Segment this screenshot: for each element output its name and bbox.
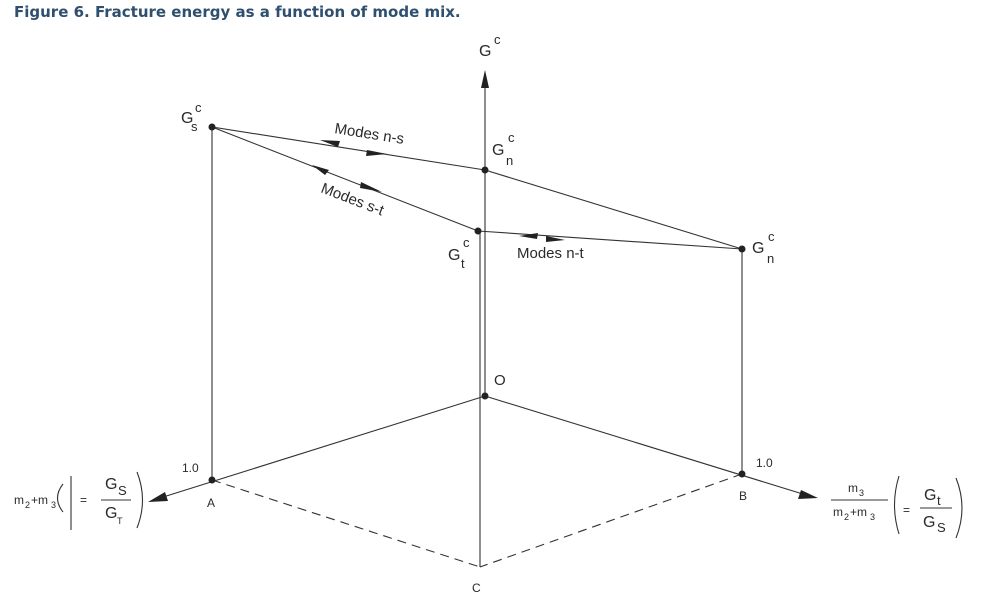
axis-gc-sup: c xyxy=(494,32,501,47)
right-eq: = xyxy=(903,503,910,517)
right-m3-sub: 3 xyxy=(859,488,864,498)
left-close-paren xyxy=(136,471,144,529)
left-num: G xyxy=(105,476,117,493)
figure-caption: Figure 6. Fracture energy as a function … xyxy=(14,3,461,21)
label-modes-nt: Modes n-t xyxy=(517,245,585,262)
arrow-ns-left xyxy=(320,140,340,147)
point-gn-right xyxy=(738,245,746,253)
label-b-tick: 1.0 xyxy=(756,456,773,470)
right-num-sub: t xyxy=(937,493,941,508)
right-den-sub: S xyxy=(937,520,946,535)
line-gt-gnright xyxy=(477,230,743,250)
label-gn-base: G xyxy=(492,142,504,159)
label-modes-ns: Modes n-s xyxy=(333,120,405,148)
label-gn-right-base: G xyxy=(752,240,764,257)
label-a: A xyxy=(207,496,215,510)
label-c: C xyxy=(472,581,481,595)
right-axis-arrowhead xyxy=(798,490,818,499)
arrow-ns-right xyxy=(366,150,387,156)
line-gs-gt xyxy=(211,126,479,232)
dashed-b-c xyxy=(479,473,743,568)
right-num: G xyxy=(924,487,936,504)
left-m: m xyxy=(14,493,24,507)
label-gt-sub: t xyxy=(461,256,465,271)
label-gs-sub: s xyxy=(191,119,198,134)
left-num-sub: S xyxy=(118,483,127,498)
label-gs-sup: c xyxy=(195,100,202,115)
point-a xyxy=(208,476,216,484)
label-gt-sup: c xyxy=(463,235,470,250)
arrow-nt-left xyxy=(519,233,538,239)
left-axis xyxy=(159,395,486,499)
axis-gc-base: G xyxy=(479,43,491,60)
right-axis-formula: m 3 m 2 +m 3 = G t G S xyxy=(831,475,963,539)
label-a-tick: 1.0 xyxy=(182,461,199,475)
label-modes-st: Modes s-t xyxy=(319,180,387,220)
right-den-plus: +m xyxy=(850,505,867,519)
right-open-paren xyxy=(893,475,900,535)
left-eq: = xyxy=(80,493,87,507)
point-gn xyxy=(481,166,489,174)
point-gs xyxy=(208,123,216,131)
arrow-st-left xyxy=(312,165,329,175)
left-sub2: 2 xyxy=(25,500,30,510)
arrow-st-right xyxy=(360,182,382,192)
right-m3: m xyxy=(848,481,858,495)
right-den-m: m xyxy=(833,505,843,519)
label-gn-sup: c xyxy=(508,130,515,145)
dashed-a-c xyxy=(211,479,481,568)
point-gt xyxy=(474,227,482,235)
label-gn-right-sup: c xyxy=(768,229,775,244)
left-axis-arrowhead xyxy=(148,492,168,502)
point-b xyxy=(738,470,746,478)
right-axis xyxy=(484,395,807,496)
left-axis-formula: m 2 +m 3 = G S G T xyxy=(14,471,144,530)
right-den-sub3: 3 xyxy=(870,512,875,522)
label-b: B xyxy=(739,489,747,503)
label-gn-right-sub: n xyxy=(767,251,774,266)
left-den: G xyxy=(105,505,117,522)
vertical-axis-arrowhead xyxy=(481,70,489,88)
line-gs-gn xyxy=(211,126,486,171)
left-den-sub: T xyxy=(117,516,123,526)
left-plus-m: +m xyxy=(31,493,48,507)
label-o: O xyxy=(494,372,506,389)
right-den: G xyxy=(923,514,935,531)
left-open-paren xyxy=(56,483,64,513)
left-sub3: 3 xyxy=(51,500,56,510)
right-close-paren xyxy=(955,477,963,539)
label-gt-base: G xyxy=(448,247,460,264)
label-gs-base: G xyxy=(181,110,193,127)
point-o xyxy=(481,392,489,400)
line-gn-gnright xyxy=(484,169,743,250)
label-gn-sub: n xyxy=(506,153,513,168)
arrow-nt-right xyxy=(546,236,565,242)
right-den-sub2: 2 xyxy=(844,512,849,522)
